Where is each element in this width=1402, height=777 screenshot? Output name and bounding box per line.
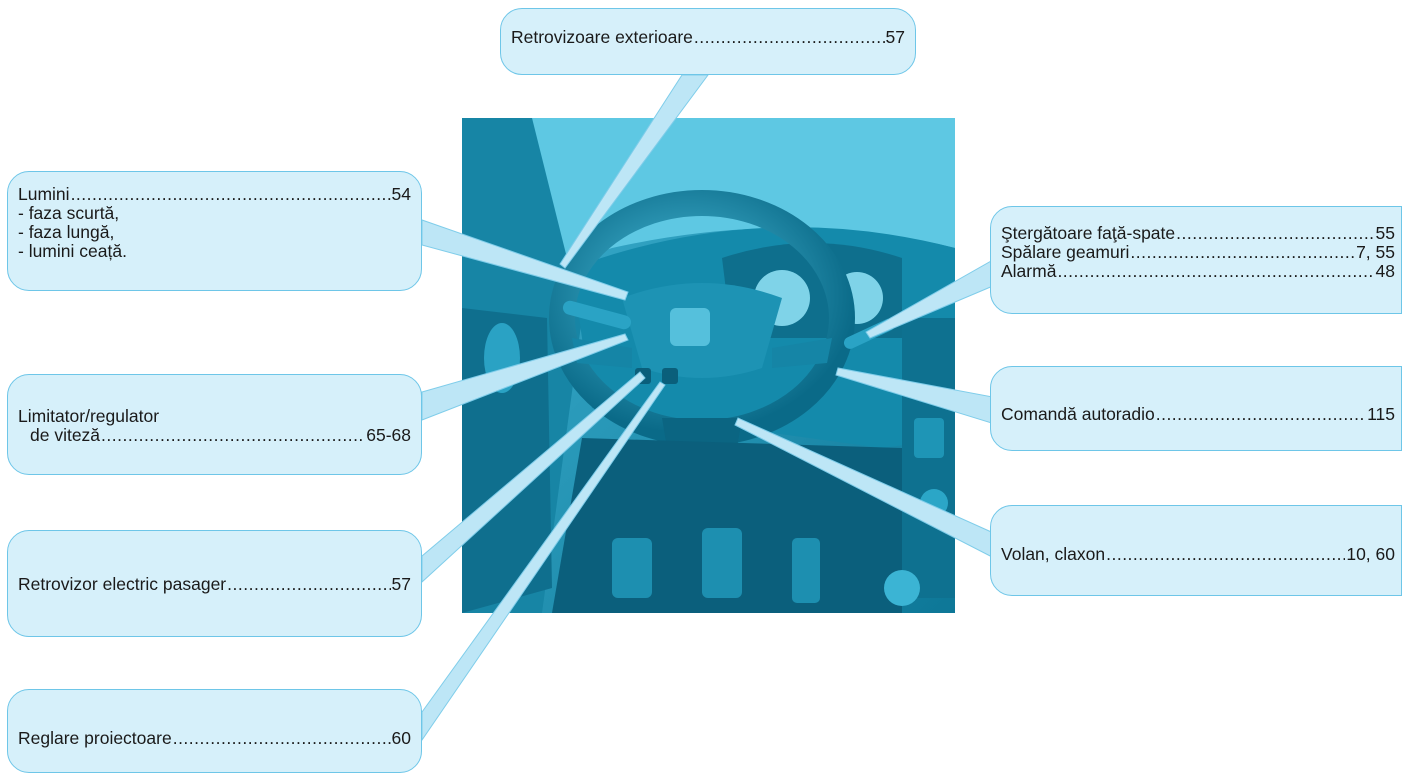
callout-label: Ştergătoare faţă-spate xyxy=(1001,223,1176,243)
page-number: 65-68 xyxy=(366,425,411,445)
light-item-fog: - lumini ceață. xyxy=(18,241,127,261)
callout-steering-wheel: Volan, claxon 10, 60 xyxy=(990,505,1402,596)
dot-leader xyxy=(101,426,365,445)
page-number: 10, 60 xyxy=(1346,544,1395,564)
callout-label: Volan, claxon xyxy=(1001,544,1106,564)
pedal-accelerator xyxy=(792,538,820,603)
callout-speed-limiter: Limitator/regulator de viteză 65-68 xyxy=(7,374,422,475)
light-item-low-beam: - faza scurtă, xyxy=(18,203,120,223)
dot-leader xyxy=(1106,545,1345,564)
callout-label-continued: de viteză xyxy=(30,425,101,445)
wheel-button-left xyxy=(635,368,651,384)
door-handle xyxy=(484,323,520,393)
page-number: 57 xyxy=(391,574,411,594)
page-number: 60 xyxy=(391,728,411,748)
dot-leader xyxy=(1130,243,1355,262)
callout-label: Reglare proiectoare xyxy=(18,728,172,748)
dot-leader xyxy=(1156,405,1366,424)
dot-leader xyxy=(1057,262,1374,281)
callout-label: Alarmă xyxy=(1001,261,1057,281)
light-stalk xyxy=(562,300,632,330)
callout-passenger-mirror: Retrovizor electric pasager 57 xyxy=(7,530,422,637)
steering-spoke-right xyxy=(772,338,832,368)
callout-label: Spălare geamuri xyxy=(1001,242,1130,262)
dot-leader xyxy=(1176,224,1374,243)
callout-headlamp-adjust: Reglare proiectoare 60 xyxy=(7,689,422,773)
pedal-left xyxy=(612,538,652,598)
dashboard-illustration xyxy=(462,118,955,613)
callout-wipers: Ştergătoare faţă-spate 55 Spălare geamur… xyxy=(990,206,1402,314)
pedal-brake xyxy=(702,528,742,598)
callout-label: Retrovizoare exterioare xyxy=(511,27,693,47)
callout-mirrors: Retrovizoare exterioare 57 xyxy=(500,8,916,75)
callout-label: Comandă autoradio xyxy=(1001,404,1155,424)
console-vent xyxy=(914,418,944,458)
dot-leader xyxy=(173,729,391,748)
gear-knob xyxy=(884,570,920,606)
page-number: 54 xyxy=(391,184,411,204)
callout-label: Limitator/regulator xyxy=(18,406,160,426)
dot-leader xyxy=(71,185,391,204)
callout-label: Retrovizor electric pasager xyxy=(18,574,227,594)
page-number: 115 xyxy=(1367,404,1395,424)
light-item-high-beam: - faza lungă, xyxy=(18,222,115,242)
dot-leader xyxy=(694,28,885,47)
dot-leader xyxy=(227,575,390,594)
airbag-emblem xyxy=(670,308,710,346)
console-knob xyxy=(920,489,948,517)
page-number: 55 xyxy=(1375,223,1395,243)
page-number: 48 xyxy=(1375,261,1395,281)
callout-label: Lumini xyxy=(18,184,70,204)
callout-radio: Comandă autoradio 115 xyxy=(990,366,1402,451)
page-number: 7, 55 xyxy=(1356,242,1395,262)
page-number: 57 xyxy=(885,27,905,47)
wheel-button-right xyxy=(662,368,678,384)
callout-lights: Lumini 54 - faza scurtă, - faza lungă, -… xyxy=(7,171,422,291)
